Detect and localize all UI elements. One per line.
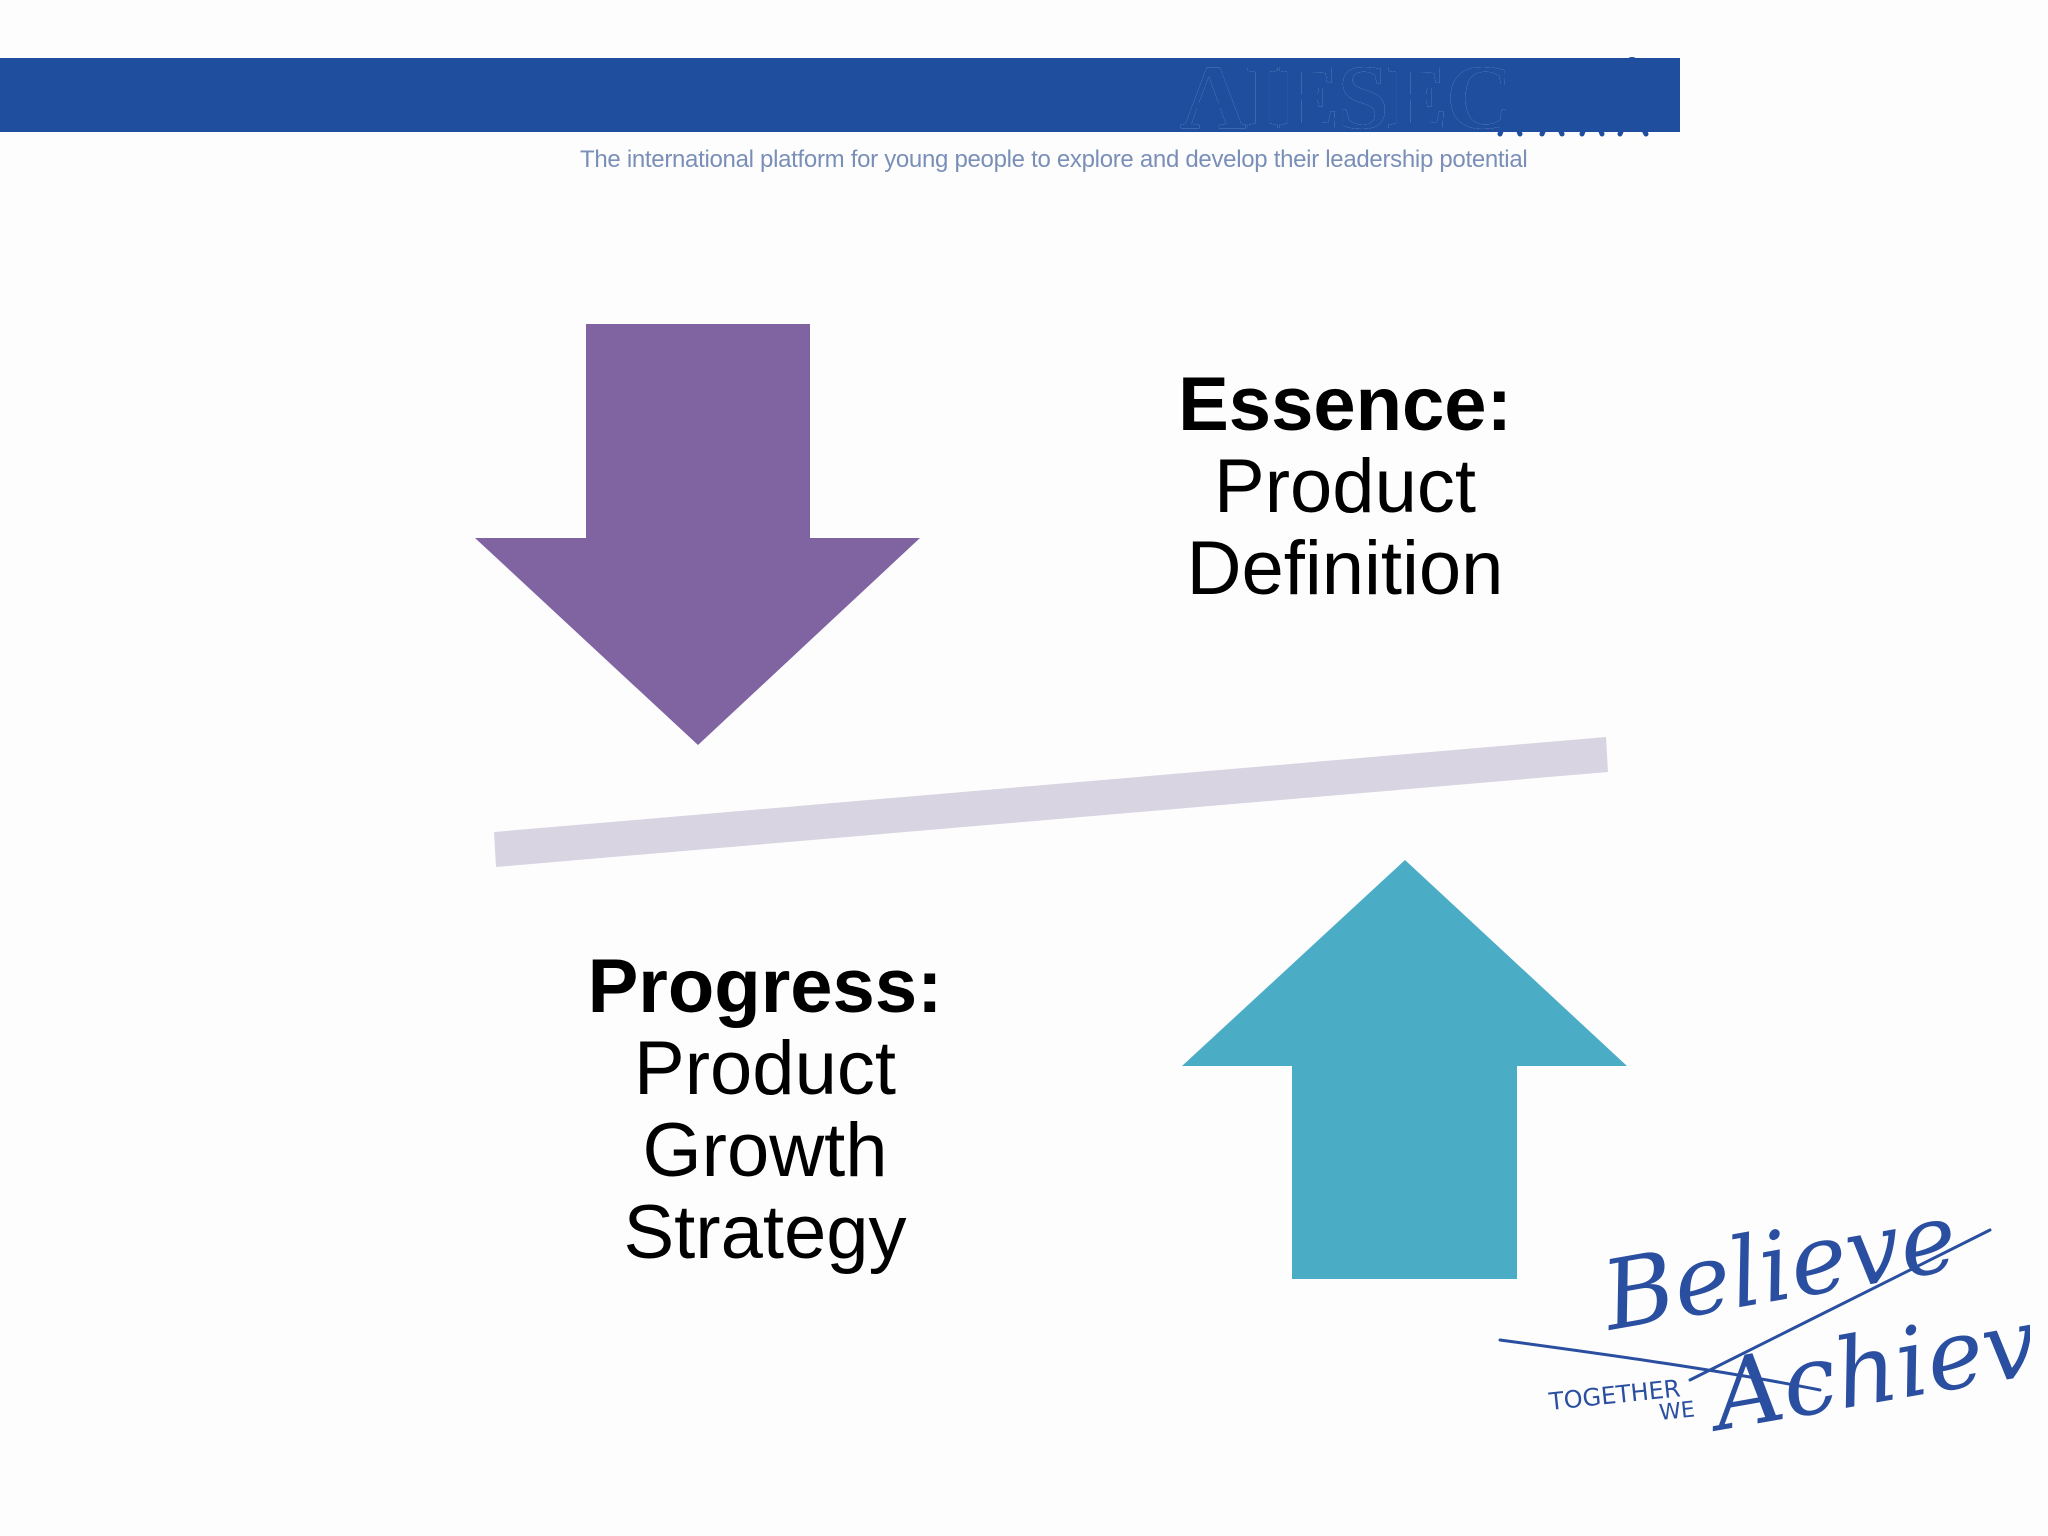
arrow-up-icon	[1182, 860, 1627, 1279]
essence-heading: Essence:	[1178, 362, 1512, 447]
essence-line: Definition	[1186, 526, 1504, 611]
essence-line: Product	[1214, 444, 1476, 529]
progress-heading: Progress:	[587, 944, 943, 1029]
arrow-down-icon	[475, 324, 920, 745]
progress-line: Growth	[642, 1108, 888, 1193]
people-figures-icon	[1495, 57, 1649, 137]
together-we-believe-achieve-logo: Believe Achieve TOGETHER WE	[1498, 1220, 2030, 1454]
progress-line: Strategy	[623, 1190, 907, 1275]
tagline: The international platform for young peo…	[580, 146, 1528, 173]
header-bar	[0, 58, 1680, 132]
progress-label: Progress: Product Growth Strategy	[520, 946, 1010, 1274]
progress-line: Product	[634, 1026, 896, 1111]
logo-wordmark: AIESEC	[1180, 46, 1513, 148]
balance-bar	[494, 737, 1608, 867]
essence-label: Essence: Product Definition	[1100, 364, 1590, 610]
slogan-we: WE	[1658, 1397, 1696, 1426]
aiesec-logo: AIESEC	[1180, 46, 1685, 148]
